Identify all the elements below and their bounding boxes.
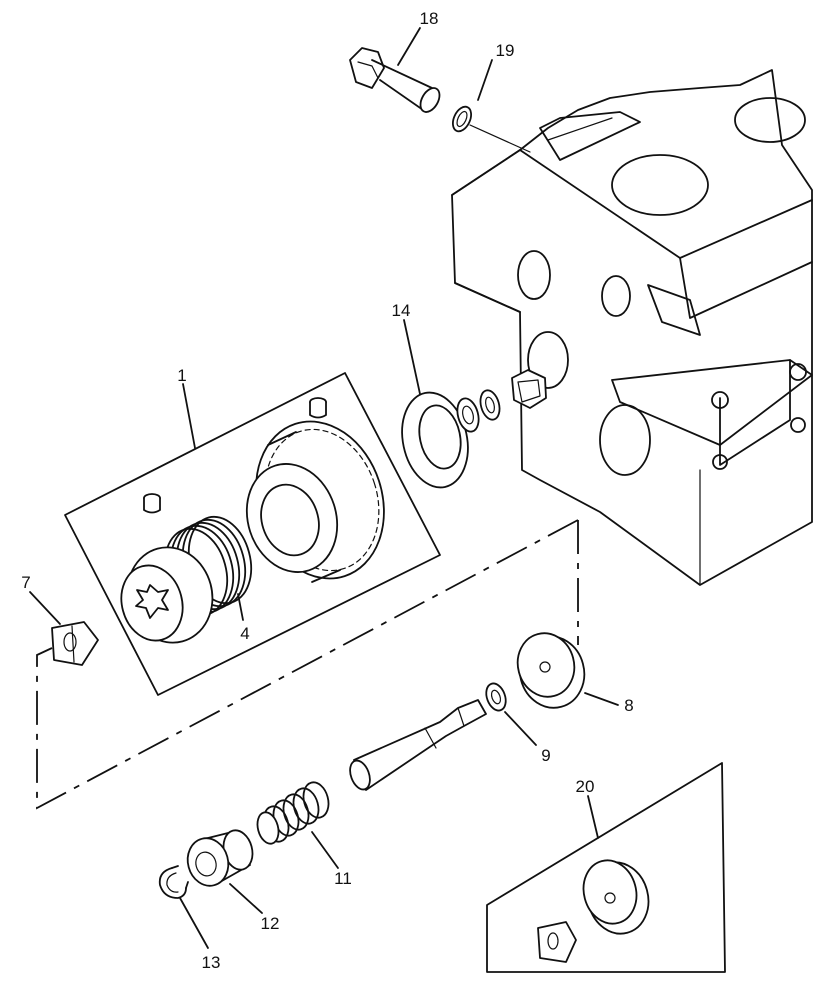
circlip-part-13 (158, 865, 189, 899)
callout-20: 20 (576, 777, 595, 796)
engine-block (451, 69, 813, 586)
callout-11: 11 (334, 869, 352, 888)
callout-7: 7 (21, 573, 30, 592)
kit-box-part-20 (486, 762, 726, 973)
callout-8: 8 (624, 696, 633, 715)
callout-12: 12 (261, 914, 280, 933)
reference-dashed-line (36, 519, 579, 810)
callout-14: 14 (392, 301, 411, 320)
callout-9: 9 (541, 746, 550, 765)
bolt-part-18 (349, 47, 441, 113)
callout-13: 13 (202, 953, 221, 972)
callout-18: 18 (420, 9, 439, 28)
disc-part-8 (516, 632, 586, 709)
bushing-part-12 (186, 829, 254, 887)
callout-19: 19 (496, 41, 515, 60)
washer-part-9 (485, 682, 507, 712)
nut-and-washers (456, 369, 547, 433)
callout-4: 4 (240, 624, 249, 643)
clip-part-7 (51, 621, 99, 666)
washer-part-14 (401, 391, 469, 489)
callout-1: 1 (177, 366, 186, 385)
o-ring-part-19 (452, 105, 531, 153)
leader-lines (29, 27, 619, 949)
gear-kit-box-part-1 (64, 372, 441, 696)
spring-part-11 (256, 781, 330, 845)
shaft (349, 699, 487, 791)
